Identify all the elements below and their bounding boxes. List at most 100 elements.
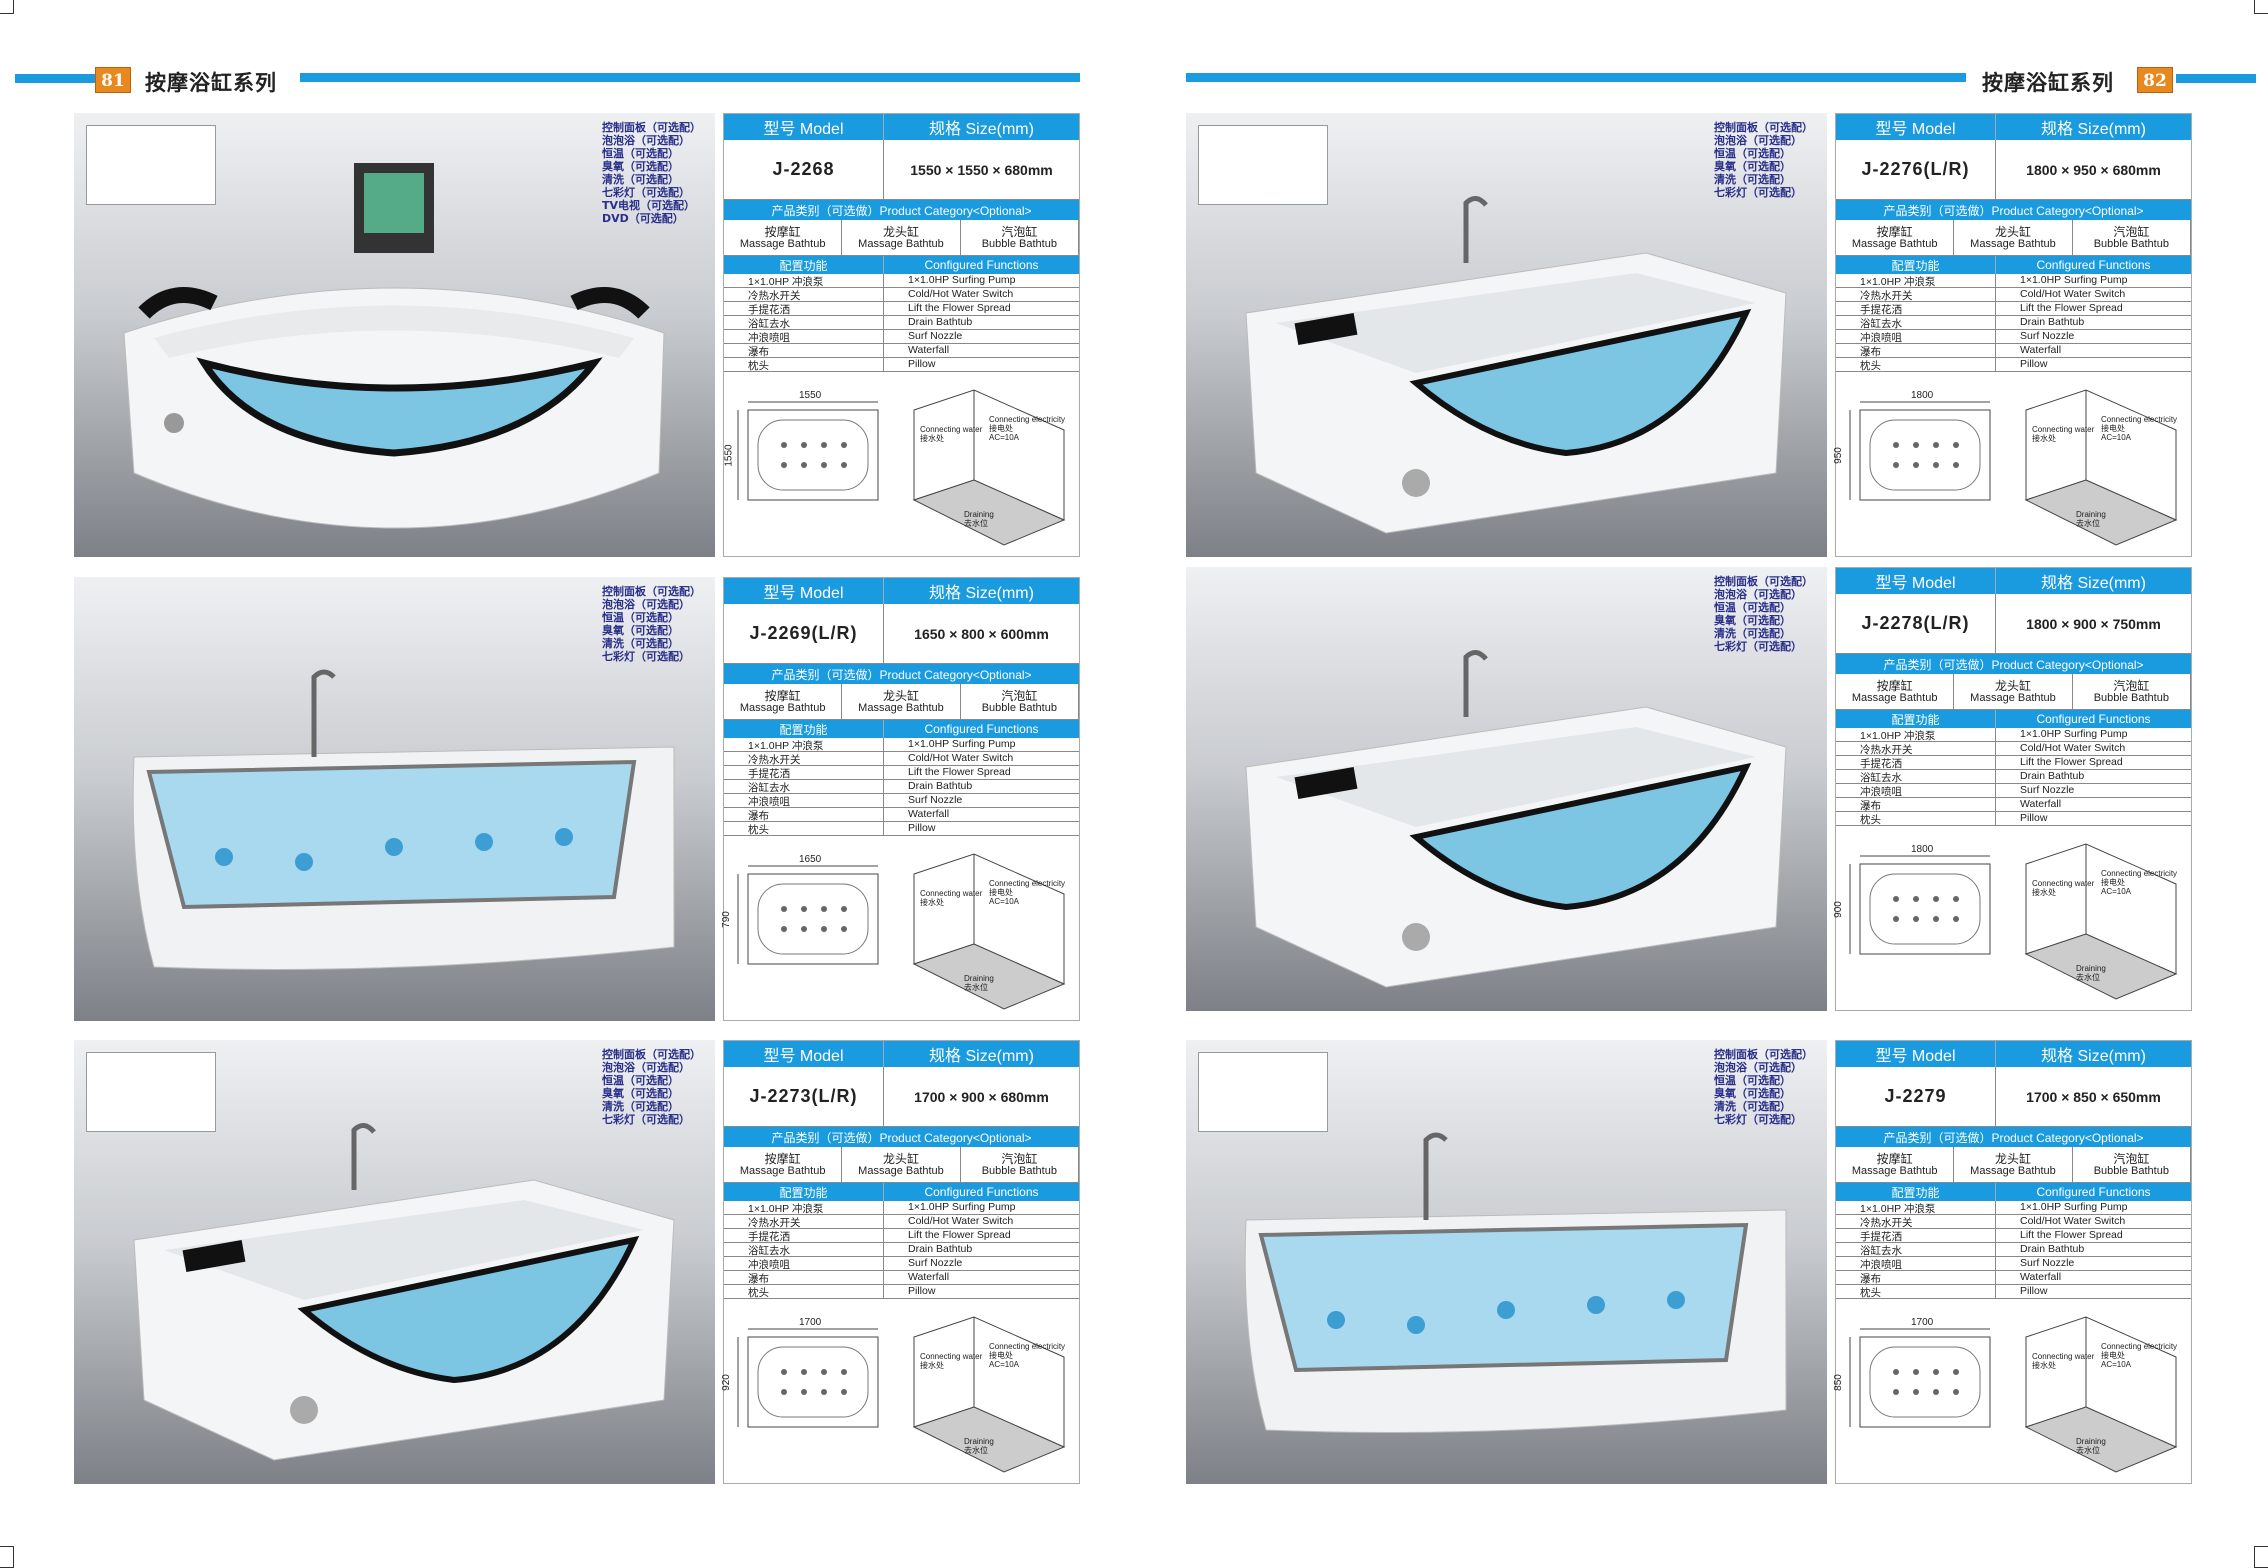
optional-feature: 臭氧（可选配） [1714, 614, 1791, 627]
page-number: 81 [95, 67, 131, 93]
bathtub-photo [1245, 650, 1787, 988]
plan-width-label: 1550 [799, 390, 822, 401]
bathtub-photo [1245, 196, 1787, 534]
diagram-drawing [737, 853, 1066, 1010]
size-value: 1700 × 850 × 650mm [2026, 1088, 2161, 1105]
crop-mark [0, 0, 14, 14]
size-header: 规格 Size(mm) [2041, 1048, 2146, 1065]
crop-mark [2254, 1546, 2268, 1568]
optional-feature: 恒温（可选配） [602, 611, 679, 624]
category-header: 产品类别（可选做）Product Category<Optional> [724, 1127, 1079, 1147]
crop-mark [2254, 0, 2268, 14]
model-header: 型号 Model [1836, 1041, 1996, 1067]
optional-feature: 泡泡浴（可选配） [1714, 1061, 1802, 1074]
model-header: 型号 Model [1836, 114, 1996, 140]
optional-feature: 控制面板（可选配） [1714, 575, 1813, 588]
model-value: J-2268 [724, 140, 884, 199]
model-value: J-2276(L/R) [1836, 140, 1996, 199]
spec-table: 型号 Model 规格 Size(mm) J-2279 1700 × 850 × 6… [1833, 1040, 2192, 1484]
model-value: J-2279 [1836, 1067, 1996, 1126]
optional-feature: 清洗（可选配） [1714, 173, 1791, 186]
optional-feature: 七彩灯（可选配） [602, 186, 690, 199]
plan-width-label: 1800 [1911, 844, 1934, 855]
functions-header-en: Configured Functions [2036, 258, 2151, 272]
top-view-thumbnail [1198, 1052, 1328, 1132]
header-bar [300, 73, 1080, 82]
header-bar [15, 74, 95, 83]
plan-width-label: 1650 [799, 854, 822, 865]
category-header: 产品类别（可选做）Product Category<Optional> [724, 664, 1079, 684]
product-photo: 控制面板（可选配）泡泡浴（可选配）恒温（可选配）臭氧（可选配）清洗（可选配）七彩… [1186, 113, 1827, 557]
optional-feature: 泡泡浴（可选配） [1714, 134, 1802, 147]
optional-features-list: 控制面板（可选配）泡泡浴（可选配）恒温（可选配）臭氧（可选配）清洗（可选配）七彩… [602, 1048, 701, 1126]
category-header: 产品类别（可选做）Product Category<Optional> [1836, 1127, 2191, 1147]
plan-depth-label: 790 [720, 911, 732, 928]
plan-width-label: 1700 [1911, 1317, 1934, 1328]
optional-feature: 七彩灯（可选配） [1714, 1113, 1802, 1126]
page-number: 82 [2137, 67, 2173, 93]
optional-features-list: 控制面板（可选配）泡泡浴（可选配）恒温（可选配）臭氧（可选配）清洗（可选配）七彩… [602, 121, 701, 225]
functions-header-zh: 配置功能 [1836, 256, 1996, 274]
optional-features-list: 控制面板（可选配）泡泡浴（可选配）恒温（可选配）臭氧（可选配）清洗（可选配）七彩… [1714, 1048, 1813, 1126]
optional-feature: 七彩灯（可选配） [1714, 640, 1802, 653]
optional-features-list: 控制面板（可选配）泡泡浴（可选配）恒温（可选配）臭氧（可选配）清洗（可选配）七彩… [1714, 575, 1813, 653]
functions-header-zh: 配置功能 [724, 1183, 884, 1201]
header-bar [2176, 74, 2256, 83]
optional-feature: 恒温（可选配） [1714, 601, 1791, 614]
optional-feature: 泡泡浴（可选配） [602, 598, 690, 611]
bathtub-photo [132, 669, 675, 970]
optional-feature: TV电视（可选配） [602, 199, 696, 212]
functions-header-zh: 配置功能 [1836, 1183, 1996, 1201]
optional-feature: 清洗（可选配） [602, 1100, 679, 1113]
size-header: 规格 Size(mm) [929, 121, 1034, 138]
functions-header-en: Configured Functions [924, 1185, 1039, 1199]
header-bar [1186, 73, 1966, 82]
functions-header-zh: 配置功能 [724, 720, 884, 738]
optional-feature: 控制面板（可选配） [602, 121, 701, 134]
optional-feature: 泡泡浴（可选配） [1714, 588, 1802, 601]
page-title: 按摩浴缸系列 [1982, 71, 2114, 95]
page-title: 按摩浴缸系列 [145, 71, 277, 95]
optional-feature: 臭氧（可选配） [602, 624, 679, 637]
category-header: 产品类别（可选做）Product Category<Optional> [1836, 654, 2191, 674]
crop-mark [0, 1546, 14, 1568]
